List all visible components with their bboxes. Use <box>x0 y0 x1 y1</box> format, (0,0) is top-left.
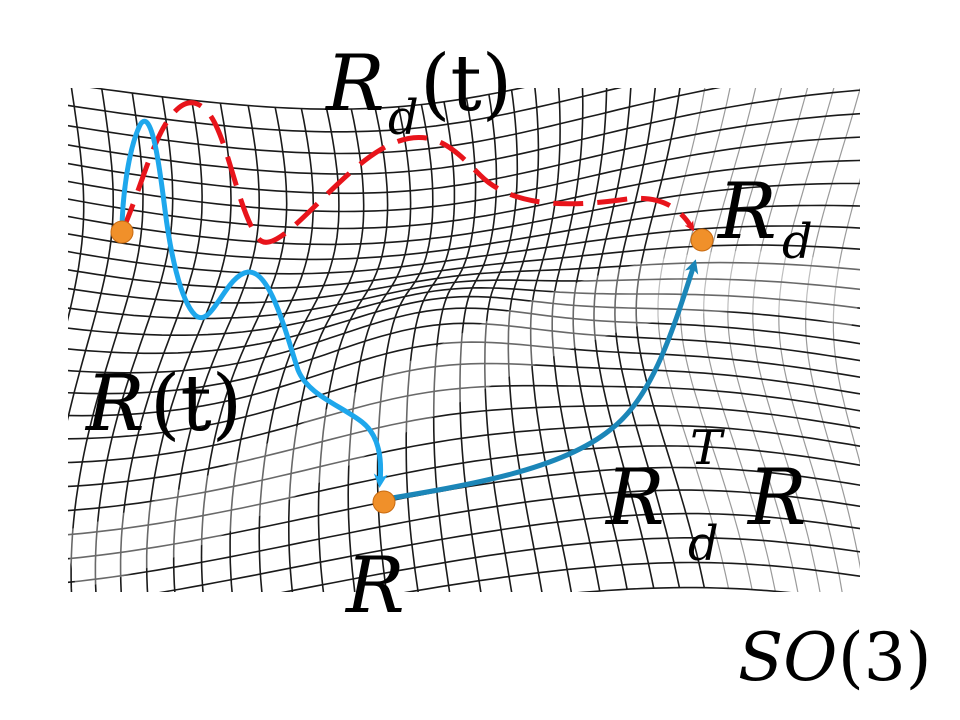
mesh-line-horizontal <box>68 112 860 195</box>
label-desired-trajectory-arg: (t) <box>420 39 512 129</box>
mesh-line-horizontal <box>68 136 860 213</box>
mesh-line-horizontal <box>403 561 860 592</box>
mesh-line-horizontal <box>68 445 860 536</box>
mesh-line-horizontal <box>68 286 860 337</box>
label-desired-rotation: R d <box>716 167 813 270</box>
mesh-line-horizontal <box>68 204 860 261</box>
current-point <box>372 490 396 514</box>
label-manifold-text: SO <box>738 619 837 696</box>
mesh-line-horizontal <box>68 159 860 230</box>
mesh-line-horizontal <box>158 512 860 592</box>
label-current-rotation: R <box>344 541 405 631</box>
mesh-line-horizontal <box>68 384 860 464</box>
mesh-line-horizontal <box>68 261 860 304</box>
mesh-line-horizontal <box>68 424 860 512</box>
label-desired-trajectory-sub: d <box>388 90 419 146</box>
label-desired-rotation-base: R <box>716 167 777 257</box>
desired-trajectory-curve <box>119 100 695 245</box>
mesh-line-horizontal <box>68 295 860 355</box>
mesh-line-horizontal <box>68 362 860 440</box>
desired-point <box>690 228 714 252</box>
label-desired-trajectory: R d (t) <box>324 39 512 146</box>
mesh-line-vertical <box>3 80 55 674</box>
mesh-line-horizontal <box>68 404 860 488</box>
mesh-line-horizontal <box>68 489 860 584</box>
start-point <box>110 220 134 244</box>
label-rotation-error-tail: R <box>746 453 807 543</box>
mesh-line-horizontal <box>68 322 860 395</box>
label-actual-trajectory: R (t) <box>84 359 242 449</box>
label-manifold: SO (3) <box>738 619 932 696</box>
label-rotation-error-sup: T <box>690 420 725 476</box>
label-rotation-error-sub: d <box>688 516 719 572</box>
label-actual-trajectory-arg: (t) <box>150 359 242 449</box>
mesh-line-horizontal <box>68 307 860 374</box>
actual-trajectory-curve <box>119 119 388 488</box>
mesh-line-horizontal <box>68 244 860 289</box>
label-actual-trajectory-base: R <box>84 359 145 449</box>
mesh-line-horizontal <box>68 341 860 417</box>
label-rotation-error-base: R <box>604 453 665 543</box>
label-desired-rotation-sub: d <box>782 214 813 270</box>
mesh-line-horizontal <box>280 536 860 592</box>
label-desired-trajectory-base: R <box>324 39 385 129</box>
manifold-mesh <box>3 14 932 674</box>
mesh-line-horizontal <box>89 88 525 110</box>
label-rotation-error: R T d R <box>604 420 807 572</box>
mesh-line-vertical <box>862 14 932 609</box>
mesh-line-vertical <box>68 88 85 322</box>
mesh-line-horizontal <box>68 89 860 175</box>
mesh-highlight <box>68 251 860 590</box>
mesh-line-horizontal <box>68 225 860 275</box>
label-manifold-arg: (3) <box>838 619 932 696</box>
mesh-line-horizontal <box>68 278 860 320</box>
mesh-line-horizontal <box>68 88 721 155</box>
label-current-rotation-base: R <box>344 541 405 631</box>
mesh-line-horizontal <box>68 182 860 246</box>
error-curve <box>377 259 699 503</box>
